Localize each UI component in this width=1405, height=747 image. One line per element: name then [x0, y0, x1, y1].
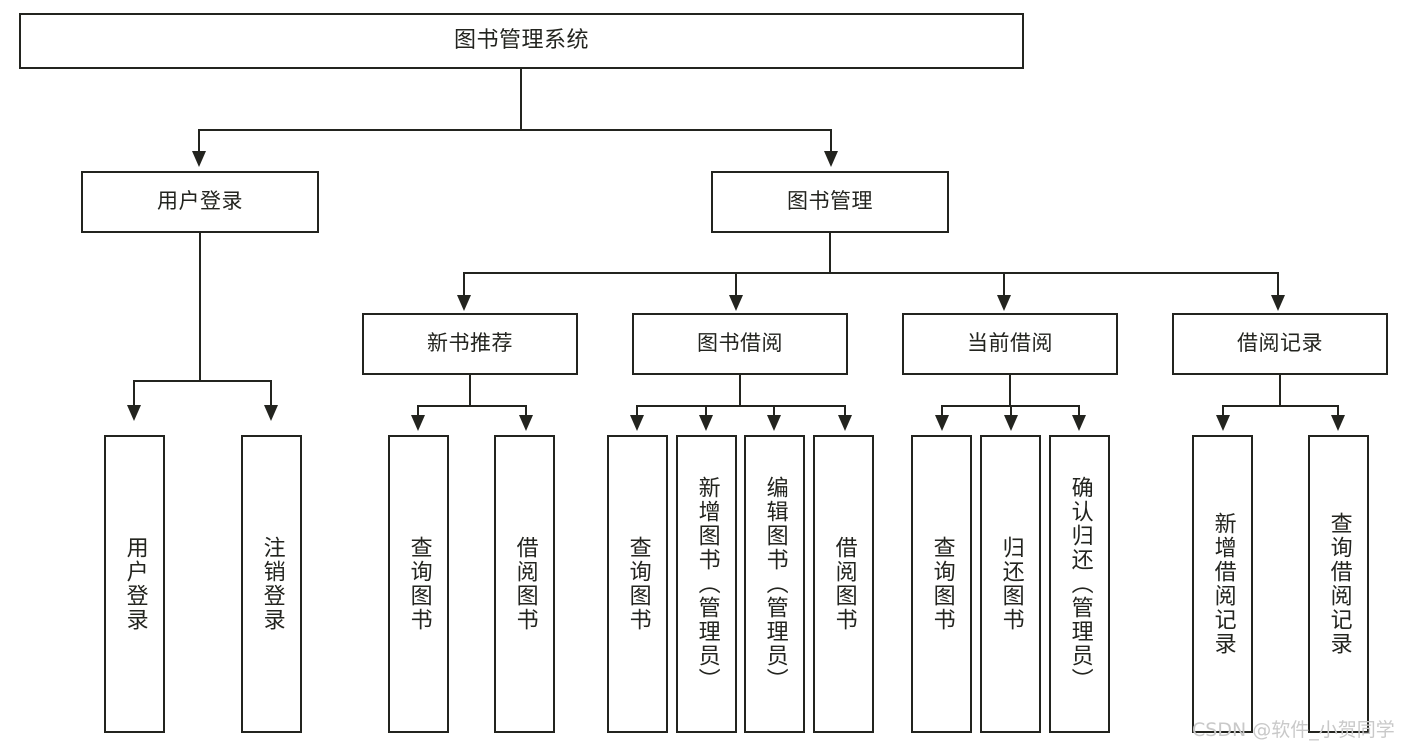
- connector-level2-bus: [198, 129, 832, 131]
- connector-drop-book-borrow: [735, 272, 737, 295]
- connector-drop-br-leaf-1: [1222, 405, 1224, 417]
- node-label: 新书推荐: [427, 331, 513, 356]
- connector-drop-leaf-user-login: [133, 380, 135, 405]
- leaf-user-login[interactable]: 用户登录: [104, 435, 165, 733]
- connector-drop-br-leaf-2: [1337, 405, 1339, 417]
- arrowhead-borrow-record: [1271, 295, 1285, 311]
- connector-root-stem: [520, 69, 522, 130]
- arrowhead-book-management: [824, 151, 838, 167]
- arrowhead-bb-leaf-1: [630, 415, 644, 431]
- leaf-borrow-book-nbr[interactable]: 借阅图书: [494, 435, 555, 733]
- leaf-return-book[interactable]: 归还图书: [980, 435, 1041, 733]
- leaf-label: 查询图书: [625, 536, 651, 632]
- leaf-query-book-nbr[interactable]: 查询图书: [388, 435, 449, 733]
- leaf-borrow-book-bb[interactable]: 借阅图书: [813, 435, 874, 733]
- arrowhead-bb-leaf-3: [767, 415, 781, 431]
- connector-borrow-record-bus: [1222, 405, 1339, 407]
- arrowhead-br-leaf-1: [1216, 415, 1230, 431]
- arrowhead-cb-leaf-3: [1072, 415, 1086, 431]
- connector-new-book-recommend-bus: [417, 405, 527, 407]
- connector-current-borrow-stem: [1009, 375, 1011, 406]
- arrowhead-leaf-user-login: [127, 405, 141, 421]
- leaf-add-book-admin[interactable]: 新增图书（管理员）: [676, 435, 737, 733]
- arrowhead-bb-leaf-2: [699, 415, 713, 431]
- arrowhead-leaf-logout: [264, 405, 278, 421]
- connector-drop-book-management: [830, 129, 832, 151]
- leaf-label: 查询图书: [929, 536, 955, 632]
- leaf-edit-book-admin[interactable]: 编辑图书（管理员）: [744, 435, 805, 733]
- connector-user-login-stem: [199, 233, 201, 381]
- leaf-label: 编辑图书（管理员）: [762, 476, 788, 692]
- node-label: 当前借阅: [967, 331, 1053, 356]
- leaf-query-book-bb[interactable]: 查询图书: [607, 435, 668, 733]
- connector-drop-bb-leaf-2: [705, 405, 707, 417]
- arrowhead-cb-leaf-1: [935, 415, 949, 431]
- arrowhead-current-borrow: [997, 295, 1011, 311]
- leaf-label: 查询图书: [406, 536, 432, 632]
- connector-user-login-bus: [133, 380, 271, 382]
- leaf-label: 归还图书: [998, 536, 1024, 632]
- connector-drop-user-login: [198, 129, 200, 151]
- leaf-label: 借阅图书: [831, 536, 857, 632]
- connector-drop-leaf-logout: [270, 380, 272, 405]
- connector-drop-nbr-leaf-2: [525, 405, 527, 417]
- leaf-label: 查询借阅记录: [1326, 512, 1352, 656]
- arrowhead-nbr-leaf-2: [519, 415, 533, 431]
- node-label: 借阅记录: [1237, 331, 1323, 356]
- arrowhead-user-login: [192, 151, 206, 167]
- connector-drop-borrow-record: [1277, 272, 1279, 295]
- arrowhead-book-borrow: [729, 295, 743, 311]
- watermark-csdn: CSDN @软件_小贺同学: [1192, 719, 1395, 741]
- node-label: 图书借阅: [697, 331, 783, 356]
- connector-new-book-recommend-stem: [469, 375, 471, 406]
- node-label: 用户登录: [157, 189, 243, 214]
- node-book-borrow[interactable]: 图书借阅: [632, 313, 848, 375]
- node-user-login[interactable]: 用户登录: [81, 171, 319, 233]
- leaf-label: 注销登录: [259, 536, 285, 632]
- arrowhead-new-book-recommend: [457, 295, 471, 311]
- connector-drop-cb-leaf-1: [941, 405, 943, 417]
- node-root-library-management-system[interactable]: 图书管理系统: [19, 13, 1024, 69]
- connector-book-borrow-stem: [739, 375, 741, 406]
- node-borrow-record[interactable]: 借阅记录: [1172, 313, 1388, 375]
- connector-drop-nbr-leaf-1: [417, 405, 419, 417]
- leaf-logout[interactable]: 注销登录: [241, 435, 302, 733]
- node-new-book-recommend[interactable]: 新书推荐: [362, 313, 578, 375]
- connector-drop-bb-leaf-1: [636, 405, 638, 417]
- leaf-label: 借阅图书: [512, 536, 538, 632]
- connector-drop-new-book-recommend: [463, 272, 465, 295]
- leaf-confirm-return-admin[interactable]: 确认归还（管理员）: [1049, 435, 1110, 733]
- connector-book-management-stem: [829, 233, 831, 273]
- arrowhead-cb-leaf-2: [1004, 415, 1018, 431]
- leaf-label: 新增借阅记录: [1210, 512, 1236, 656]
- connector-drop-bb-leaf-4: [844, 405, 846, 417]
- connector-book-borrow-bus: [636, 405, 846, 407]
- connector-borrow-record-stem: [1279, 375, 1281, 406]
- leaf-label: 确认归还（管理员）: [1067, 476, 1093, 692]
- node-label: 图书管理系统: [453, 27, 589, 53]
- leaf-query-book-cb[interactable]: 查询图书: [911, 435, 972, 733]
- connector-drop-current-borrow: [1003, 272, 1005, 295]
- connector-level3-bus: [463, 272, 1279, 274]
- connector-drop-bb-leaf-3: [773, 405, 775, 417]
- leaf-label: 新增图书（管理员）: [694, 476, 720, 692]
- arrowhead-br-leaf-2: [1331, 415, 1345, 431]
- leaf-label: 用户登录: [122, 536, 148, 632]
- node-label: 图书管理: [787, 189, 873, 214]
- node-current-borrow[interactable]: 当前借阅: [902, 313, 1118, 375]
- arrowhead-bb-leaf-4: [838, 415, 852, 431]
- connector-drop-cb-leaf-2: [1010, 405, 1012, 417]
- leaf-query-borrow-record[interactable]: 查询借阅记录: [1308, 435, 1369, 733]
- leaf-add-borrow-record[interactable]: 新增借阅记录: [1192, 435, 1253, 733]
- arrowhead-nbr-leaf-1: [411, 415, 425, 431]
- connector-drop-cb-leaf-3: [1078, 405, 1080, 417]
- node-book-management[interactable]: 图书管理: [711, 171, 949, 233]
